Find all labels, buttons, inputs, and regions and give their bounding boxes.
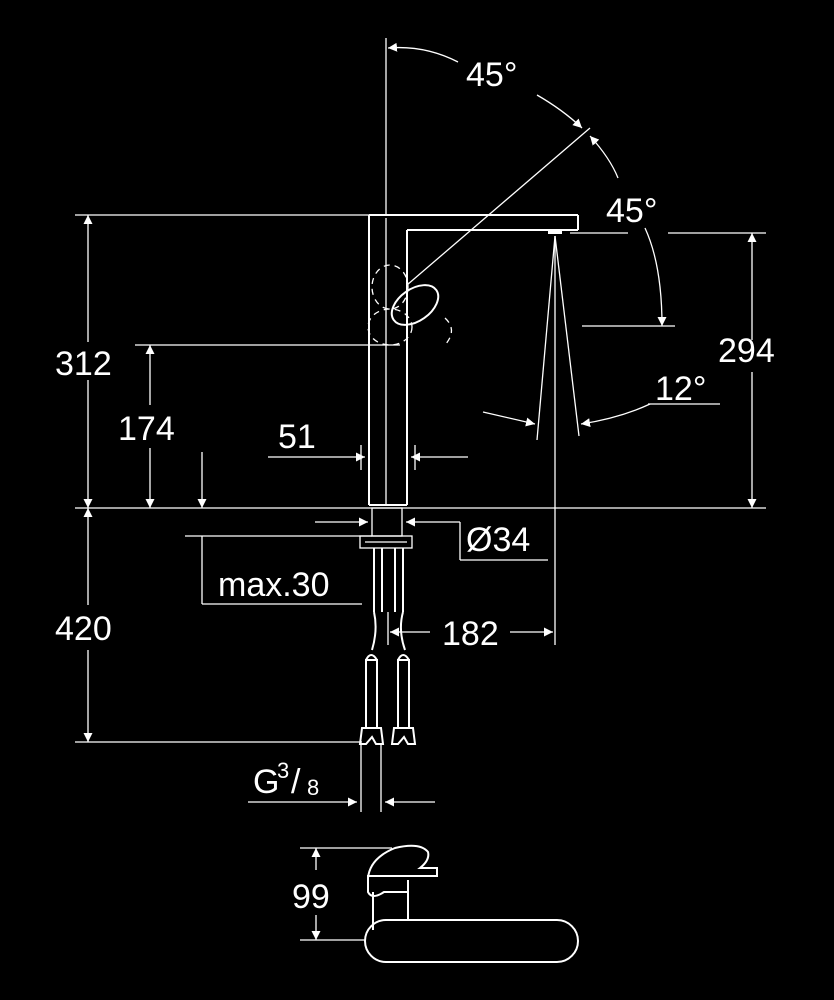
faucet-body (368, 214, 579, 506)
label-max-thickness: max.30 (218, 566, 330, 604)
dim-height-total: 312 (55, 214, 369, 508)
label-reach: 182 (442, 615, 499, 653)
dim-height-spout: 294 (668, 232, 775, 508)
label-angle-spray: 12° (655, 370, 706, 408)
dim-height-lever: 174 (118, 344, 400, 508)
label-hole-diameter: Ø34 (466, 521, 530, 559)
label-body-width: 51 (278, 418, 316, 456)
label-thread-g: G (253, 763, 279, 801)
dim-body-width: 51 (268, 418, 468, 470)
dim-max-thickness: max.30 (185, 535, 372, 605)
dim-thread: G 3 / 8 (248, 758, 435, 807)
label-thread-den: 8 (307, 775, 319, 800)
label-angle-top: 45° (466, 56, 517, 94)
dim-angle-top: 45° (385, 38, 591, 286)
label-angle-side: 45° (606, 192, 657, 230)
lever-handle (367, 264, 453, 346)
dim-hose-length: 420 (55, 508, 362, 743)
mounting-shank (358, 507, 417, 812)
label-thread-num: 3 (277, 758, 289, 783)
dim-angle-side: 45° (570, 135, 675, 327)
dim-reach: 182 (387, 612, 553, 653)
dim-angle-spray: 12° (482, 235, 720, 645)
label-hose-length: 420 (55, 610, 112, 648)
lever-top-view: 99 (292, 844, 579, 963)
label-lever-height: 99 (292, 878, 330, 916)
label-height-spout: 294 (718, 332, 775, 370)
label-height-total: 312 (55, 345, 112, 383)
label-height-lever: 174 (118, 410, 175, 448)
dim-hole-diameter: Ø34 (315, 517, 548, 561)
label-thread-sep: / (291, 763, 301, 801)
